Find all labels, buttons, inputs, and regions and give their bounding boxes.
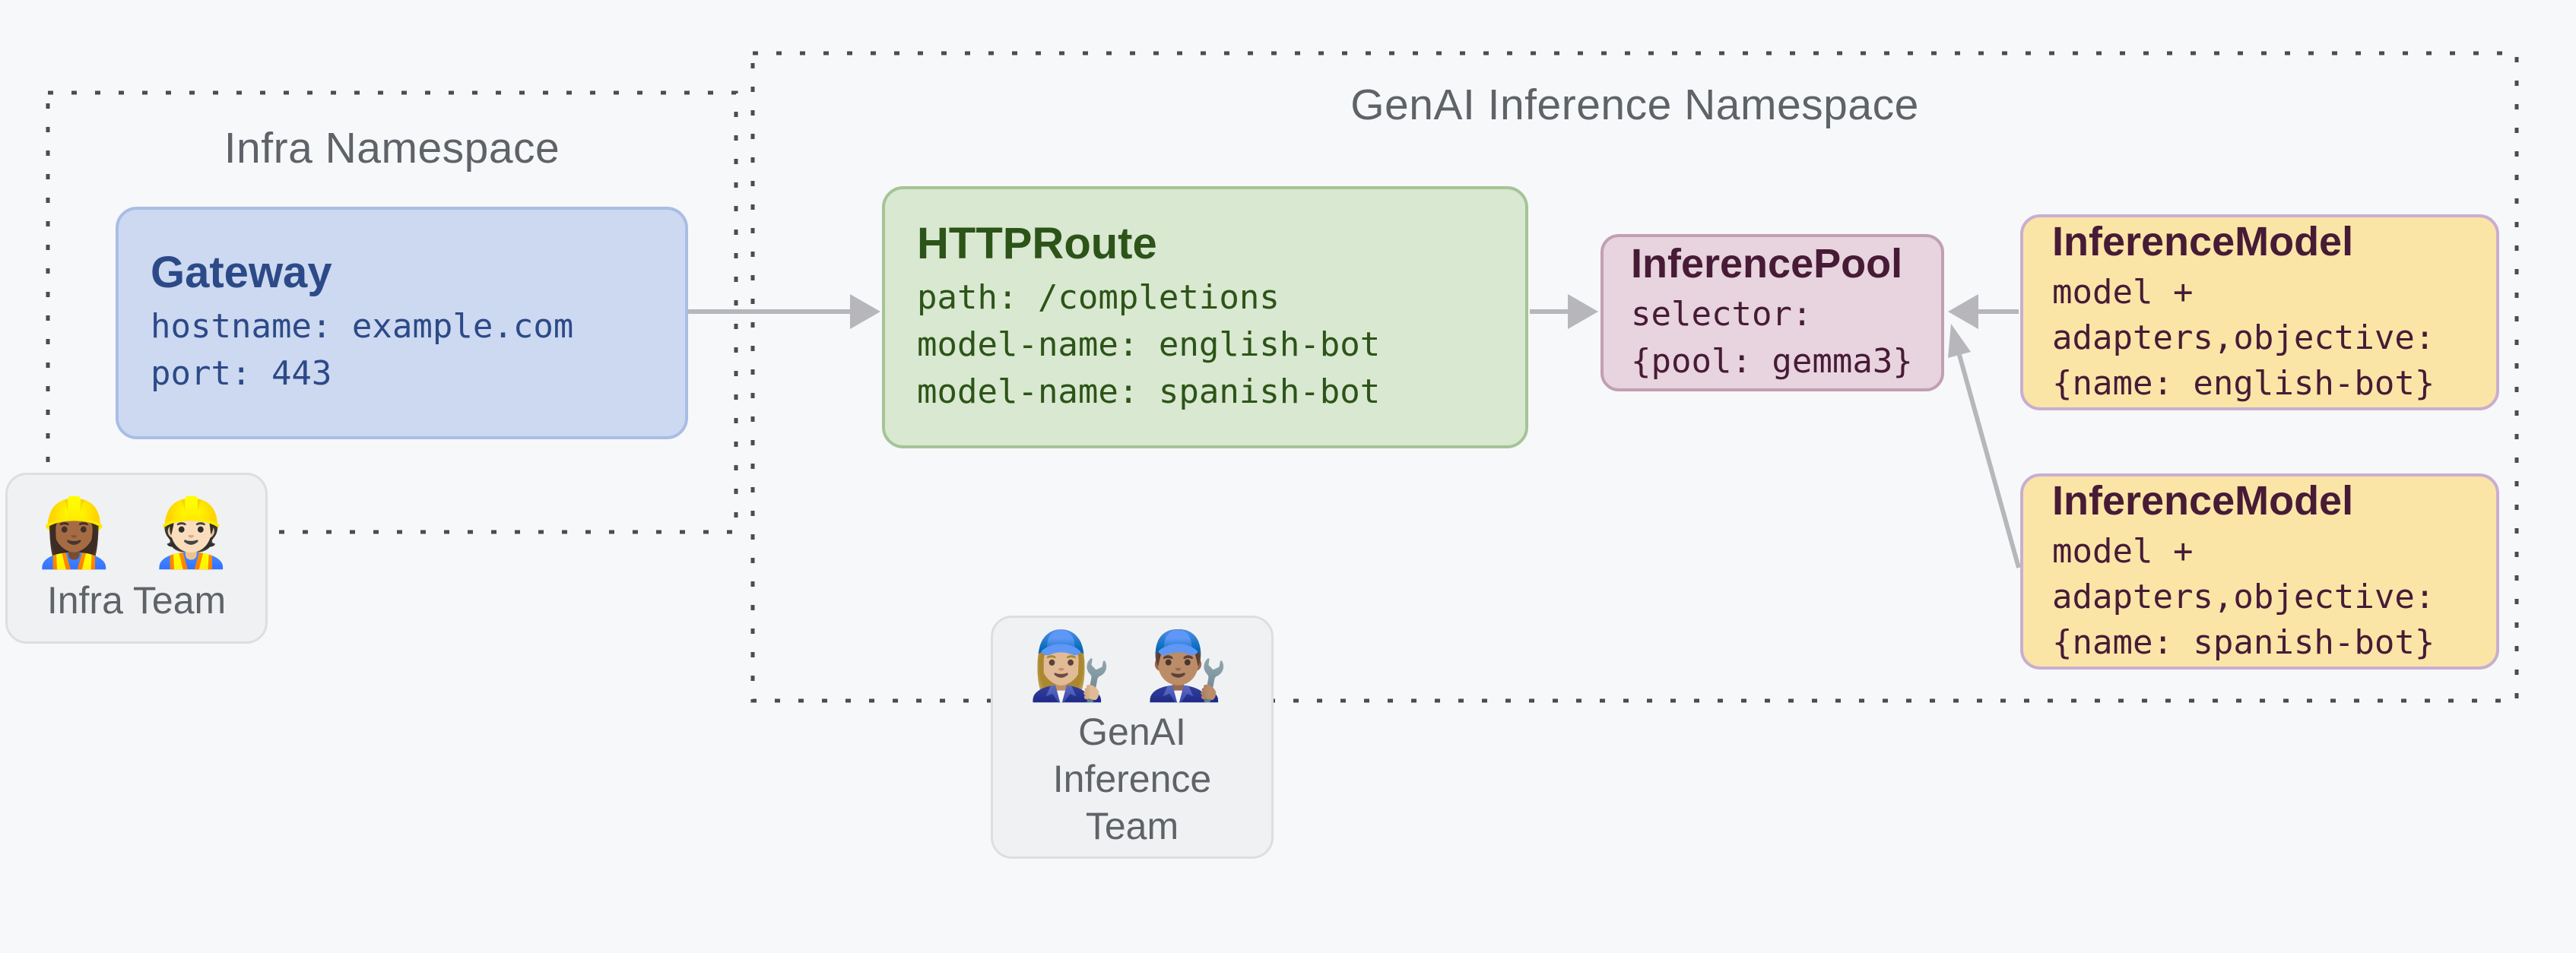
genai-inference-team-label: GenAI Inference Team xyxy=(1052,710,1212,847)
gateway-hostname-line: hostname: example.com xyxy=(151,307,574,346)
infra-team-card: 👷🏾‍♀️ 👷🏻 Infra Team xyxy=(5,473,268,644)
httproute-node: HTTPRoute path: /completions model-name:… xyxy=(882,186,1528,448)
mechanics-emoji: 👩🏼‍🔧 👨🏽‍🔧 xyxy=(1028,627,1236,703)
httproute-title: HTTPRoute xyxy=(917,218,1157,268)
infra-team-label: Infra Team xyxy=(46,579,227,622)
httproute-model-spanish-line: model-name: spanish-bot xyxy=(917,372,1381,411)
inferencepool-title: InferencePool xyxy=(1631,240,1903,287)
inferencepool-selector-line: selector: xyxy=(1631,294,1813,334)
inferencemodel-english-name-line: {name: english-bot} xyxy=(2052,364,2435,403)
gateway-title: Gateway xyxy=(151,248,332,297)
gateway-node: Gateway hostname: example.com port: 443 xyxy=(116,207,688,439)
inferencemodel-spanish-title: InferenceModel xyxy=(2052,478,2354,524)
genai-namespace-title: GenAI Inference Namespace xyxy=(1350,81,1919,129)
gateway-port-line: port: 443 xyxy=(151,354,332,393)
inferencemodel-spanish-node: InferenceModel model + adapters,objectiv… xyxy=(2020,473,2499,670)
construction-workers-emoji: 👷🏾‍♀️ 👷🏻 xyxy=(32,495,241,570)
inferencemodel-english-model-line: model + xyxy=(2052,273,2194,312)
inferencemodel-spanish-adapters-line: adapters,objective: xyxy=(2052,578,2435,616)
inferencemodel-spanish-name-line: {name: spanish-bot} xyxy=(2052,623,2435,662)
arrow-inferencemodel-english-to-inferencepool xyxy=(1948,294,2019,329)
genai-inference-team-card: 👩🏼‍🔧 👨🏽‍🔧 GenAI Inference Team xyxy=(991,616,1274,859)
arrow-httproute-to-inferencepool xyxy=(1530,294,1598,329)
inferencemodel-english-title: InferenceModel xyxy=(2052,219,2354,264)
httproute-model-english-line: model-name: english-bot xyxy=(917,325,1381,364)
arrow-gateway-to-httproute xyxy=(688,294,880,329)
inferencepool-pool-line: {pool: gemma3} xyxy=(1631,341,1913,381)
inferencemodel-english-adapters-line: adapters,objective: xyxy=(2052,318,2435,357)
arrow-inferencemodel-spanish-to-inferencepool xyxy=(1948,324,2021,568)
inferencepool-node: InferencePool selector: {pool: gemma3} xyxy=(1600,234,1944,391)
infra-namespace-title: Infra Namespace xyxy=(224,124,560,173)
httproute-path-line: path: /completions xyxy=(917,277,1280,317)
inferencemodel-english-node: InferenceModel model + adapters,objectiv… xyxy=(2020,214,2499,410)
inferencemodel-spanish-model-line: model + xyxy=(2052,532,2194,571)
